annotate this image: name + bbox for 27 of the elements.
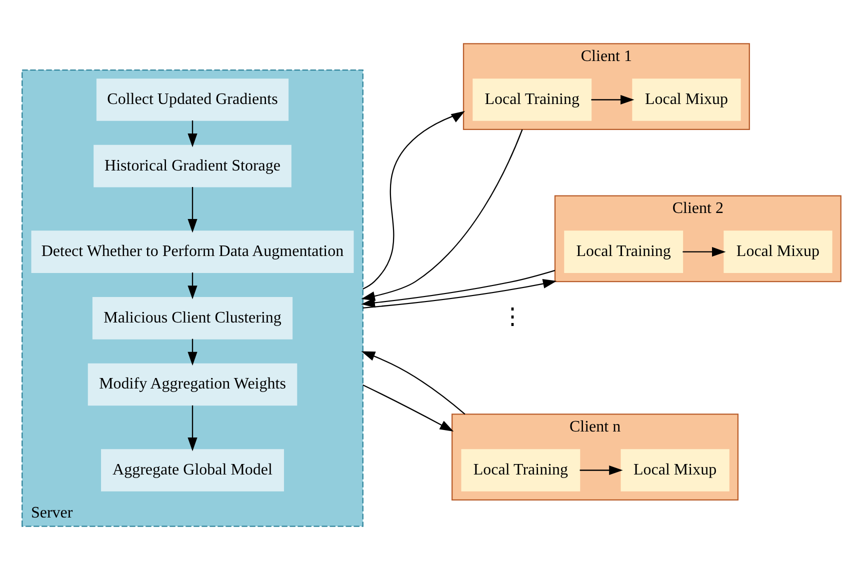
arrow xyxy=(362,110,465,290)
node-box: Local Mixup xyxy=(620,448,730,491)
arrow xyxy=(361,350,466,414)
node-box: Local Mixup xyxy=(632,78,741,120)
arrow xyxy=(361,269,556,308)
arrow xyxy=(188,404,198,451)
node-box: Detect Whether to Perform Data Augmentation xyxy=(31,230,354,272)
node-box: Local Mixup xyxy=(724,230,832,272)
arrow xyxy=(580,464,623,475)
arrow xyxy=(361,128,523,300)
node-box: Local Training xyxy=(564,230,684,272)
arrow xyxy=(188,272,198,299)
arrow xyxy=(591,94,634,104)
node-box: Collect Updated Gradients xyxy=(96,78,289,120)
node-box: Historical Gradient Storage xyxy=(94,144,292,187)
node-box: Aggregate Global Model xyxy=(101,448,284,491)
node-box: Malicious Client Clustering xyxy=(92,296,293,339)
arrow xyxy=(682,246,726,256)
label: ⋮ xyxy=(501,303,524,328)
node-box: Modify Aggregation Weights xyxy=(88,362,298,406)
arrow xyxy=(188,338,198,366)
node-box: Local Training xyxy=(472,78,592,120)
node-box: Local Training xyxy=(461,448,580,491)
arrow xyxy=(188,120,198,147)
arrow xyxy=(362,278,557,308)
arrow xyxy=(362,384,454,432)
arrow xyxy=(188,186,198,232)
